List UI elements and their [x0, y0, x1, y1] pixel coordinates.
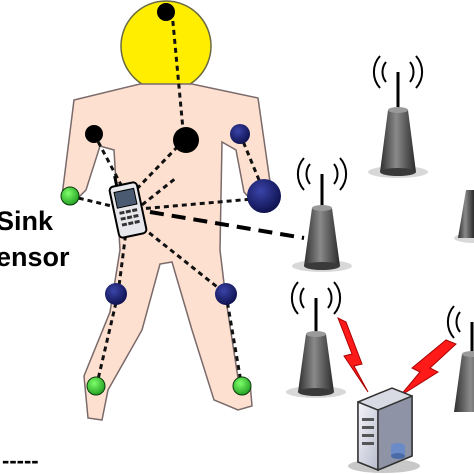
head-sensor-node: [157, 3, 175, 21]
ankle-sensor-node-left: [86, 376, 106, 396]
lightning-bolt-icon: [399, 339, 457, 397]
sensor-label: ensor: [0, 242, 70, 272]
lightning-bolt-icon: [337, 316, 369, 393]
shoulder-sensor-node-left: [85, 125, 103, 143]
wrist-sensor-node-left: [60, 186, 80, 206]
knee-sensor-node-right: [215, 283, 237, 305]
antenna-tower-icon: [368, 55, 428, 178]
antenna-tower-icon: [454, 190, 474, 243]
server-computer-icon: [348, 387, 420, 473]
ankle-sensor-node-right: [232, 376, 252, 396]
sink-to-tower-link: [149, 210, 305, 240]
antenna-tower-icon: [446, 305, 474, 412]
antenna-tower-icon: [286, 281, 346, 398]
mobile-phone-icon: [108, 175, 148, 239]
chest-sink-node: [173, 127, 199, 153]
shoulder-sensor-node-right: [230, 124, 250, 144]
arm-sensor-node-right: [247, 179, 281, 213]
antenna-tower-icon: [292, 157, 352, 272]
sink-label: Sink: [0, 206, 54, 236]
knee-sensor-node-left: [105, 283, 127, 305]
legend-dashes: -----: [2, 448, 39, 473]
